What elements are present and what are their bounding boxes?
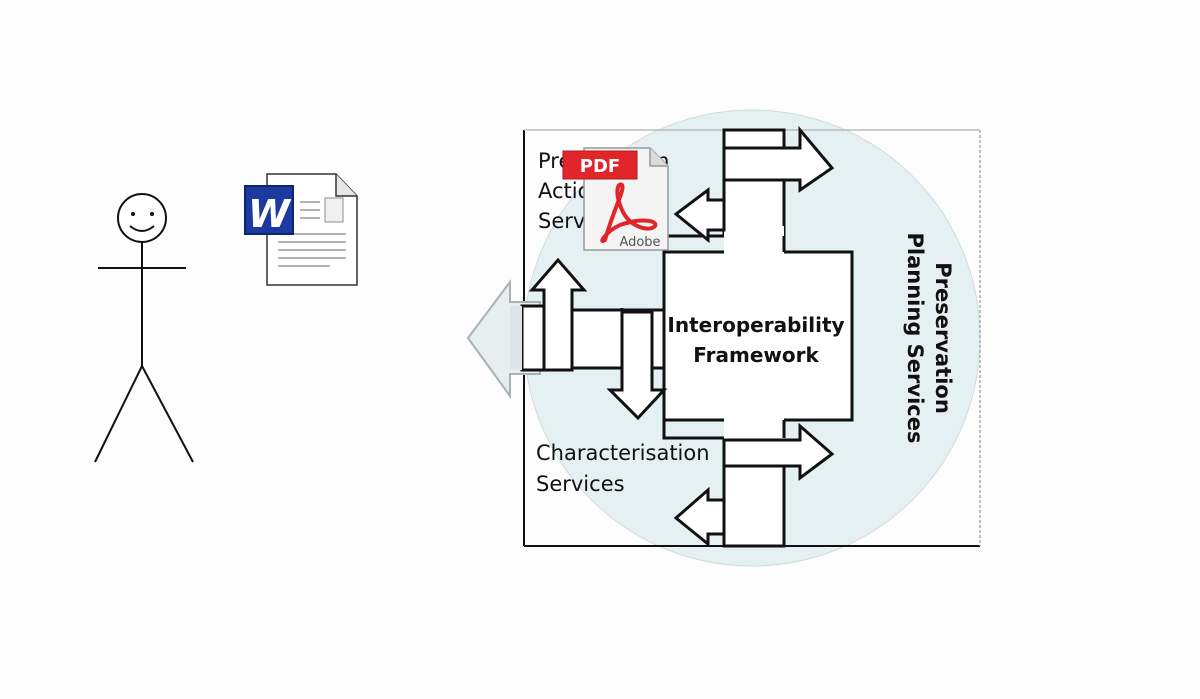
arrow-left-bottom-2 bbox=[673, 486, 726, 548]
pdf-badge-label: PDF bbox=[580, 156, 620, 177]
pdf-document-icon: PDF Adobe bbox=[562, 147, 669, 251]
planning-line2: Planning Services bbox=[903, 233, 927, 444]
word-document-icon: W bbox=[244, 173, 358, 286]
pdf-brand-label: Adobe bbox=[619, 235, 660, 250]
interop-label-line1: Interoperability bbox=[667, 313, 844, 337]
arrow-left-top-2 bbox=[673, 187, 726, 244]
arrow-right-bottom-1 bbox=[722, 422, 835, 481]
arrow-down-left bbox=[606, 310, 668, 421]
planning-line1: Preservation bbox=[931, 262, 955, 414]
characterisation-line1: Characterisation bbox=[536, 441, 710, 465]
word-letter: W bbox=[248, 192, 292, 236]
characterisation-line2: Services bbox=[536, 472, 625, 496]
arrow-right-top-1 bbox=[722, 125, 835, 193]
stick-figure-user-icon bbox=[94, 193, 194, 463]
interop-label-line2: Framework bbox=[693, 343, 819, 367]
